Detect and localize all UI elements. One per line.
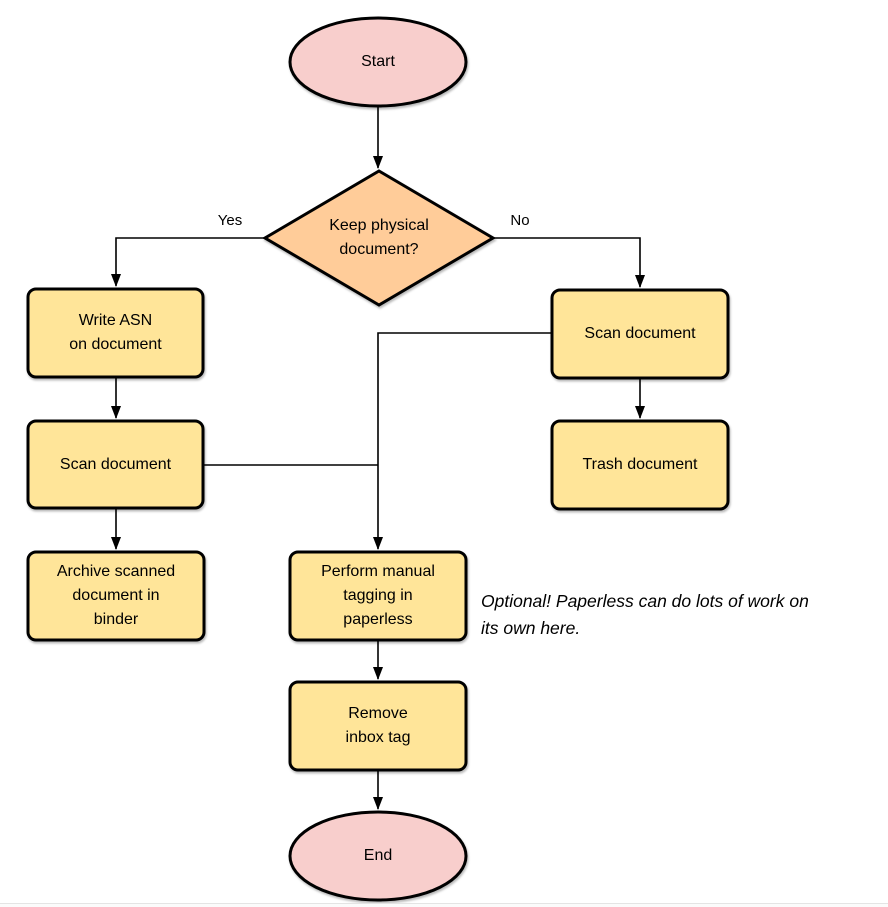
trash-node-label: Trash document [582, 456, 698, 473]
tagging-shape [288, 550, 468, 642]
write-asn-node-label: Write ASN on document [69, 312, 162, 353]
decision-node-label: Keep physical document? [329, 217, 429, 258]
start-node-label: Start [361, 53, 395, 70]
optional-note: Optional! Paperless can do lots of work … [481, 591, 809, 638]
edge-decision-yes-to-write-asn [111, 237, 265, 287]
write-asn-shape [26, 287, 205, 379]
archive-node-label: Archive scanned document in binder [56, 563, 176, 628]
remove-inbox-shape [288, 680, 468, 772]
scan-right-node-label: Scan document [584, 325, 696, 342]
trash-shape [550, 419, 730, 511]
edge-decision-no-to-scan-right [493, 237, 645, 288]
scan-right-shape [550, 288, 730, 380]
scan-left-node-label: Scan document [59, 455, 172, 473]
archive-shape [26, 550, 206, 642]
edge-label-no: No [510, 211, 530, 229]
end-node-label: End [363, 847, 393, 864]
edge-label-yes: Yes [217, 211, 243, 229]
decision-diamond-shape [262, 169, 496, 307]
edge-scan-right-to-tagging [373, 332, 552, 550]
start-terminator-shape [288, 16, 468, 108]
scan-left-shape [26, 419, 205, 510]
remove-inbox-node-label: Remove inbox tag [345, 705, 411, 746]
page-bottom-edge [0, 903, 888, 907]
tagging-node-label: Perform manual tagging in paperless [321, 563, 435, 628]
end-terminator-shape [288, 810, 468, 902]
